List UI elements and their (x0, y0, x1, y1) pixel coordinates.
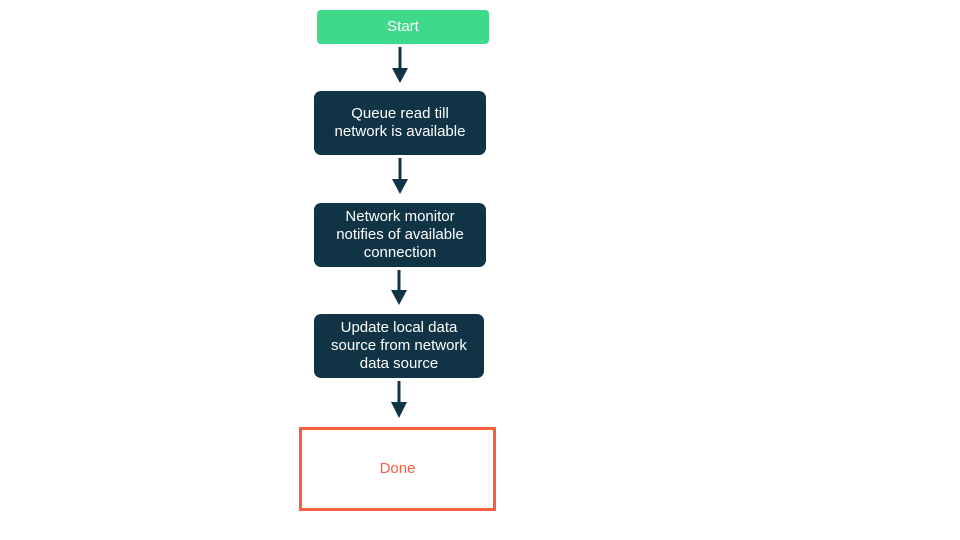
edge-start-to-queue-read (392, 47, 408, 83)
node-update-local[interactable]: Update local data source from network da… (314, 314, 484, 378)
edge-network-monitor-to-update-local (391, 270, 407, 305)
edge-update-local-to-done (391, 381, 407, 418)
node-network-monitor[interactable]: Network monitor notifies of available co… (314, 203, 486, 267)
node-start[interactable]: Start (317, 10, 489, 44)
node-done[interactable]: Done (299, 427, 496, 511)
node-queue-read[interactable]: Queue read till network is available (314, 91, 486, 155)
edge-queue-read-to-network-monitor (392, 158, 408, 194)
